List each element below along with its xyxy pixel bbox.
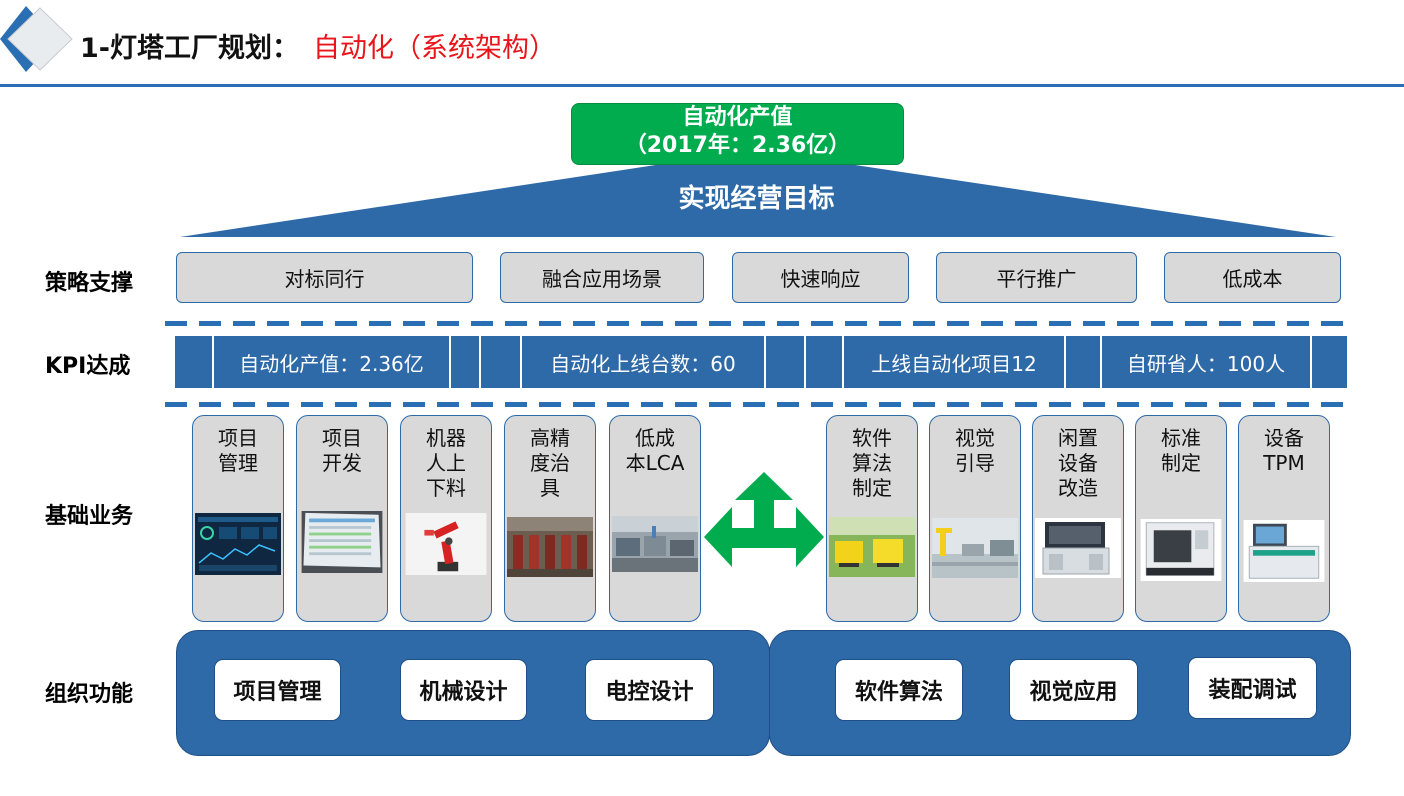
base-card: 低成本LCA xyxy=(609,415,701,622)
base-card: 闲置设备改造 xyxy=(1032,415,1124,622)
roof-target-text: 实现经营目标 xyxy=(678,184,835,214)
row-label-strategy: 策略支撑 xyxy=(45,271,134,296)
org-item: 软件算法 xyxy=(835,659,963,721)
kpi-item: 上线自动化项目12 xyxy=(871,351,1037,376)
goal-line1: 自动化产值 xyxy=(682,105,793,130)
kpi-separator xyxy=(804,336,806,388)
card-label: 机器人上下料 xyxy=(426,426,466,500)
base-card: 软件算法制定 xyxy=(826,415,918,622)
dashboard-screen-photo xyxy=(195,513,281,575)
card-label: 低成本LCA xyxy=(625,426,685,475)
org-item: 机械设计 xyxy=(400,659,527,721)
kpi-separator xyxy=(479,336,481,388)
card-label: 标准制定 xyxy=(1161,426,1201,475)
goal-box: 自动化产值 （2017年：2.36亿） xyxy=(571,103,904,165)
kpi-separator xyxy=(1310,336,1312,388)
row-label-kpi: KPI达成 xyxy=(45,354,131,379)
header-divider xyxy=(0,84,1404,87)
test-equipment-photo xyxy=(1243,520,1325,582)
row-label-org: 组织功能 xyxy=(45,682,134,707)
org-item: 视觉应用 xyxy=(1009,659,1138,721)
vision-line-photo xyxy=(932,518,1018,578)
card-label: 高精度治具 xyxy=(530,426,570,500)
page-title: 1-灯塔工厂规划： 自动化（系统架构） xyxy=(80,26,556,65)
strategy-item: 平行推广 xyxy=(936,252,1137,303)
roof-triangle xyxy=(180,150,1336,237)
title-highlight: 自动化（系统架构） xyxy=(313,33,556,64)
header-diamond-logo xyxy=(0,6,73,72)
kpi-separator xyxy=(449,336,451,388)
org-item: 装配调试 xyxy=(1188,657,1317,719)
card-label: 闲置设备改造 xyxy=(1058,426,1098,500)
production-line-photo xyxy=(612,516,698,572)
kpi-bar xyxy=(175,336,1347,388)
strategy-item: 对标同行 xyxy=(176,252,473,303)
factory-fixtures-photo xyxy=(507,517,593,577)
kpi-item: 自研省人：100人 xyxy=(1126,351,1286,376)
card-label: 项目开发 xyxy=(322,426,362,475)
org-item: 电控设计 xyxy=(585,659,714,721)
kpi-item: 自动化上线台数：60 xyxy=(550,351,736,376)
base-card: 视觉引导 xyxy=(929,415,1021,622)
base-card: 项目管理 xyxy=(192,415,284,622)
software-screen-photo xyxy=(301,511,383,573)
dashed-divider-bottom xyxy=(165,402,1345,407)
kpi-separator xyxy=(520,336,522,388)
kpi-separator xyxy=(764,336,766,388)
goal-line2: （2017年：2.36亿） xyxy=(624,133,851,158)
card-label: 软件算法制定 xyxy=(852,426,892,500)
row-label-base: 基础业务 xyxy=(45,504,134,529)
card-label: 项目管理 xyxy=(218,426,258,475)
org-item: 项目管理 xyxy=(214,659,341,721)
dashed-divider-top xyxy=(165,321,1345,326)
kpi-separator xyxy=(1064,336,1066,388)
four-way-arrow-icon xyxy=(704,472,824,567)
kpi-separator xyxy=(1100,336,1102,388)
card-label: 视觉引导 xyxy=(955,426,995,475)
robot-arm-photo xyxy=(405,513,487,575)
base-card: 项目开发 xyxy=(296,415,388,622)
kpi-separator xyxy=(212,336,214,388)
title-main: 1-灯塔工厂规划： xyxy=(80,33,299,64)
yellow-agv-photo xyxy=(829,517,915,577)
strategy-item: 融合应用场景 xyxy=(500,252,704,303)
kpi-item: 自动化产值：2.36亿 xyxy=(239,351,424,376)
base-card: 机器人上下料 xyxy=(400,415,492,622)
cnc-machine-photo xyxy=(1140,519,1222,581)
base-card: 标准制定 xyxy=(1135,415,1227,622)
machine-station-photo xyxy=(1035,518,1121,578)
base-card: 高精度治具 xyxy=(504,415,596,622)
kpi-separator xyxy=(842,336,844,388)
strategy-item: 低成本 xyxy=(1164,252,1341,303)
strategy-item: 快速响应 xyxy=(732,252,909,303)
